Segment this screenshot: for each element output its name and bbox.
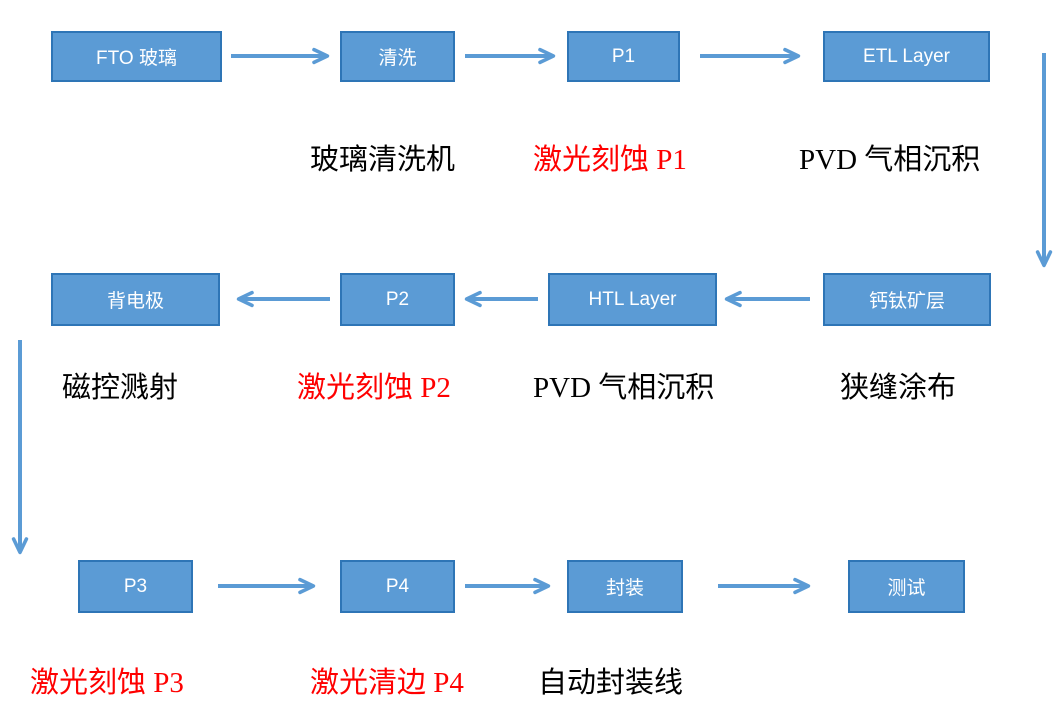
caption-pvd-deposition-row2: PVD 气相沉积 bbox=[533, 372, 715, 404]
node-back-electrode: 背电极 bbox=[51, 273, 220, 326]
node-cleaning: 清洗 bbox=[340, 31, 455, 82]
node-etl-layer: ETL Layer bbox=[823, 31, 990, 82]
caption-laser-etch-p2: 激光刻蚀 P2 bbox=[297, 372, 451, 404]
caption-pvd-deposition-row1: PVD 气相沉积 bbox=[799, 144, 981, 176]
node-p1: P1 bbox=[567, 31, 680, 82]
node-testing: 测试 bbox=[848, 560, 965, 613]
node-p4: P4 bbox=[340, 560, 455, 613]
caption-magnetron-sputtering: 磁控溅射 bbox=[62, 372, 179, 404]
caption-slot-die-coating: 狭缝涂布 bbox=[840, 372, 957, 404]
node-fto-glass: FTO 玻璃 bbox=[51, 31, 222, 82]
caption-laser-edge-clean-p4: 激光清边 P4 bbox=[310, 667, 464, 699]
node-p2: P2 bbox=[340, 273, 455, 326]
node-htl-layer: HTL Layer bbox=[548, 273, 717, 326]
caption-laser-etch-p1: 激光刻蚀 P1 bbox=[533, 144, 687, 176]
caption-glass-washer: 玻璃清洗机 bbox=[310, 144, 456, 176]
caption-auto-encapsulation-line: 自动封装线 bbox=[538, 667, 684, 699]
caption-laser-etch-p3: 激光刻蚀 P3 bbox=[30, 667, 184, 699]
node-encapsulation: 封装 bbox=[567, 560, 683, 613]
node-perovskite-layer: 钙钛矿层 bbox=[823, 273, 991, 326]
node-p3: P3 bbox=[78, 560, 193, 613]
